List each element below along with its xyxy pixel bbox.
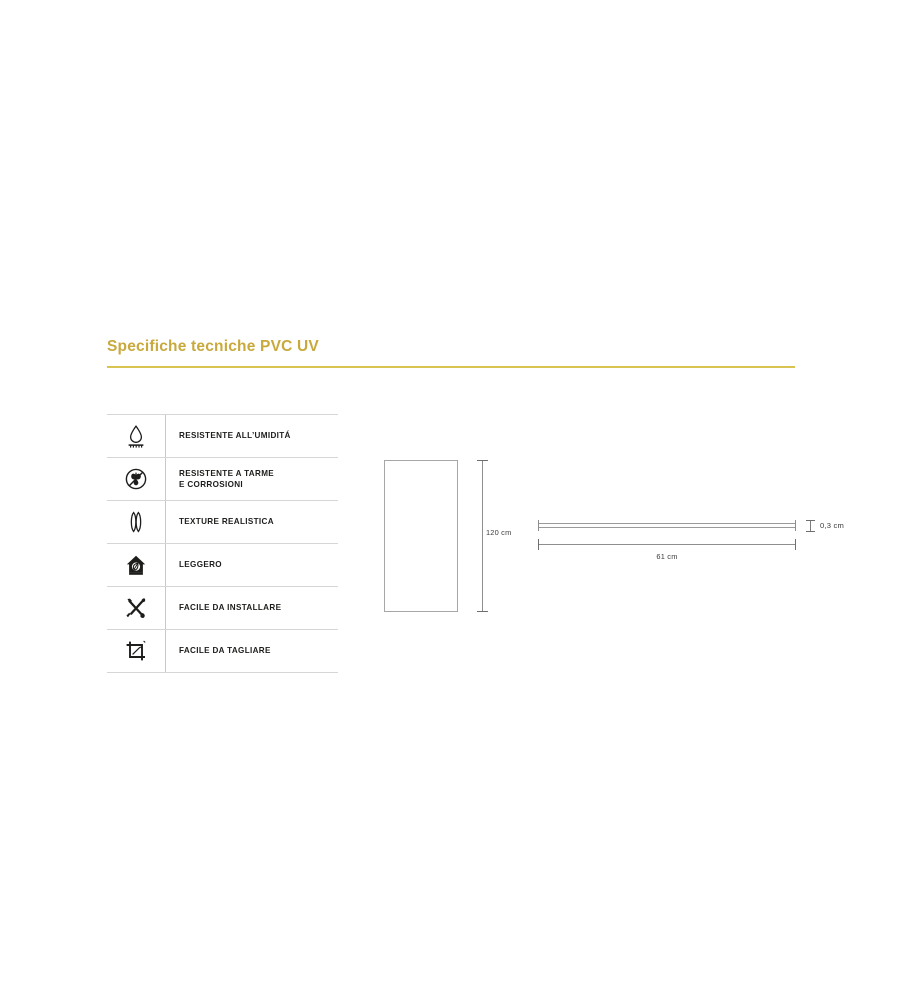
dimension-line-stroke <box>538 544 796 545</box>
dimension-cap-bottom <box>477 611 488 612</box>
feature-label-line: RESISTENTE A TARME <box>179 468 275 478</box>
profile-tick-left <box>538 520 539 531</box>
feature-label-line: FACILE DA TAGLIARE <box>179 646 271 656</box>
page-title: Specifiche tecniche PVC UV <box>107 338 319 355</box>
dimension-line-stroke <box>810 520 811 532</box>
no-moth-corrosion-icon <box>125 468 147 490</box>
height-dimension-line <box>476 460 490 612</box>
panel-height-label: 120 cm <box>486 528 512 537</box>
feature-label-line: E CORROSIONI <box>179 480 244 489</box>
feature-label-line: RESISTENTE ALL’UMIDITÁ <box>179 431 291 441</box>
feature-icon-cell <box>107 415 166 457</box>
title-divider <box>107 366 795 368</box>
spec-section: Specifiche tecniche PVC UV <box>107 338 795 368</box>
dimension-line-stroke <box>482 460 483 612</box>
thickness-dimension-line <box>806 520 816 532</box>
dimension-cap-left <box>538 539 539 550</box>
feature-label: FACILE DA INSTALLARE <box>166 587 338 629</box>
dimension-cap-top <box>477 460 488 461</box>
table-row: FACILE DA INSTALLARE <box>107 587 338 630</box>
feature-label: LEGGERO <box>166 544 338 586</box>
feature-icon-cell <box>107 544 166 586</box>
panel-edge-profile <box>538 523 796 528</box>
dimension-cap-right <box>795 539 796 550</box>
panel-thickness-diagram: 0,3 cm 61 cm <box>538 520 858 570</box>
crop-cut-icon <box>126 640 146 661</box>
table-row: FACILE DA TAGLIARE <box>107 630 338 673</box>
feature-table: RESISTENTE ALL’UMIDITÁ RESISTENTE A TARM… <box>107 414 338 673</box>
table-row: TEXTURE REALISTICA <box>107 501 338 544</box>
tools-wrench-screwdriver-icon <box>126 598 146 618</box>
realistic-texture-icon <box>130 511 142 533</box>
profile-tick-right <box>795 520 796 531</box>
feature-icon-cell <box>107 458 166 500</box>
feature-icon-cell <box>107 587 166 629</box>
feature-icon-cell <box>107 630 166 672</box>
dimension-cap-bottom <box>806 531 815 532</box>
width-dimension-line <box>538 539 796 550</box>
water-drop-moisture-icon <box>128 425 144 448</box>
feature-label-line: LEGGERO <box>179 560 222 570</box>
table-row: RESISTENTE ALL’UMIDITÁ <box>107 414 338 458</box>
feature-label-line: TEXTURE REALISTICA <box>179 517 274 527</box>
feature-label: TEXTURE REALISTICA <box>166 501 338 543</box>
panel-thickness-label: 0,3 cm <box>820 521 844 530</box>
table-row: LEGGERO <box>107 544 338 587</box>
panel-front-face <box>384 460 458 612</box>
feature-label: FACILE DA TAGLIARE <box>166 630 338 672</box>
table-row: RESISTENTE A TARME E CORROSIONI <box>107 458 338 501</box>
dimension-cap-top <box>806 520 815 521</box>
feature-label-line: FACILE DA INSTALLARE <box>179 603 282 613</box>
feature-icon-cell <box>107 501 166 543</box>
lightweight-house-feather-icon <box>126 555 146 575</box>
panel-width-label: 61 cm <box>656 552 678 561</box>
feature-label: RESISTENTE A TARME E CORROSIONI <box>166 458 338 500</box>
feature-label: RESISTENTE ALL’UMIDITÁ <box>166 415 338 457</box>
